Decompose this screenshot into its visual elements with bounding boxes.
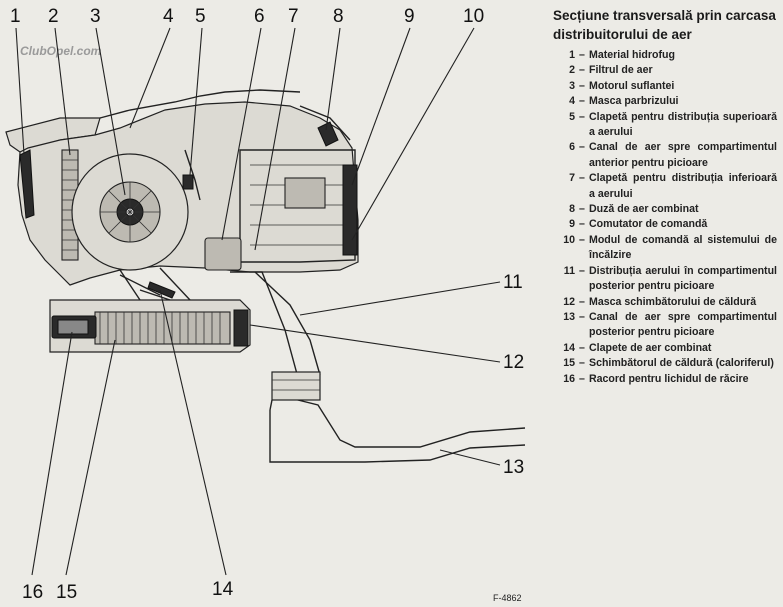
callout-11: 11 <box>503 272 523 293</box>
rear-footwell-duct <box>230 271 526 463</box>
legend-item-text: Duză de aer combinat <box>589 203 699 216</box>
legend-item-number: 12 <box>563 295 575 308</box>
callout-7: 7 <box>288 6 299 27</box>
legend-item-number: 15 <box>563 357 575 370</box>
legend-item: 1–Material hidrofug <box>553 48 777 63</box>
legend-item-number: 1 <box>569 49 575 61</box>
upper-flap <box>184 149 201 201</box>
legend-item: 2–Filtrul de aer <box>553 63 777 78</box>
legend-item: 7–Clapetă pentru distribuția inferioară … <box>553 171 777 202</box>
front-footwell-channel <box>204 237 242 271</box>
figure-code: F-4862 <box>493 593 522 603</box>
legend-item-text: Masca schimbătorului de căldură <box>589 295 757 308</box>
blower-motor <box>71 153 189 271</box>
cross-section-diagram: ClubOpel.com <box>5 6 526 603</box>
legend-item-number: 9 <box>569 218 575 231</box>
callout-10: 10 <box>463 6 484 27</box>
callout-4: 4 <box>163 6 174 27</box>
legend-item-text: Distribuția aerului în compartimentul po… <box>589 264 777 293</box>
legend-title: Secțiune transversală prin carcasa distr… <box>553 8 776 42</box>
callout-6: 6 <box>254 6 265 27</box>
combined-air-nozzle <box>299 105 351 141</box>
callout-16: 16 <box>22 582 43 603</box>
callout-3: 3 <box>90 6 101 27</box>
callout-5: 5 <box>195 6 206 27</box>
legend-item: 10–Modul de comandă al sistemului de înc… <box>553 233 777 264</box>
legend-item-number: 7 <box>569 172 575 185</box>
legend-item: 16–Racord pentru lichidul de răcire <box>553 372 777 387</box>
legend-item-number: 4 <box>569 95 575 108</box>
legend-item-number: 2 <box>569 64 575 77</box>
legend-item-number: 3 <box>569 79 575 92</box>
legend-item: 15–Schimbătorul de căldură (caloriferul) <box>553 356 777 371</box>
legend-item-number: 5 <box>569 110 575 123</box>
legend-item: 5–Clapetă pentru distribuția superioară … <box>553 110 777 141</box>
legend-item: 11–Distribuția aerului în compartimentul… <box>553 264 777 295</box>
heat-exchanger-mask <box>233 309 249 347</box>
legend-item-number: 16 <box>563 372 575 385</box>
legend-item-text: Canal de aer spre compartimentul anterio… <box>589 141 777 169</box>
legend-item: 9–Comutator de comandă <box>553 217 777 232</box>
legend: Secțiune transversală prin carcasa distr… <box>553 6 777 387</box>
legend-item-text: Clapetă pentru distribuția superioară a … <box>589 110 777 139</box>
leader-lines <box>15 27 501 576</box>
legend-item-text: Clapete de aer combinat <box>589 341 712 354</box>
legend-item: 14–Clapete de aer combinat <box>553 341 777 356</box>
legend-item-text: Comutator de comandă <box>589 218 708 231</box>
callout-13: 13 <box>503 457 524 478</box>
legend-item-text: Material hidrofug <box>589 49 675 61</box>
legend-list: 1–Material hidrofug 2–Filtrul de aer 3–M… <box>553 48 777 387</box>
callout-12: 12 <box>503 352 524 373</box>
legend-item-text: Motorul suflantei <box>589 79 675 92</box>
legend-item-text: Canal de aer spre compartimentul posteri… <box>589 310 777 339</box>
legend-item-number: 6 <box>569 141 575 154</box>
callout-1: 1 <box>10 6 21 27</box>
combined-air-flaps <box>119 274 171 301</box>
legend-item: 8–Duză de aer combinat <box>553 202 777 217</box>
legend-item: 6–Canal de aer spre compartimentul anter… <box>553 140 777 171</box>
callout-numbers: 1 2 3 4 5 6 7 8 9 10 11 12 13 14 15 16 <box>10 6 524 603</box>
legend-item: 13–Canal de aer spre compartimentul post… <box>553 310 777 341</box>
legend-item-number: 13 <box>563 310 575 323</box>
heat-exchanger <box>94 311 231 345</box>
legend-item-text: Filtrul de aer <box>589 64 653 77</box>
callout-8: 8 <box>333 6 344 27</box>
legend-item-text: Clapetă pentru distribuția inferioară a … <box>589 172 777 200</box>
legend-item-text: Modul de comandă al sistemului de încălz… <box>589 233 777 262</box>
legend-item-text: Schimbătorul de căldură (caloriferul) <box>589 357 774 370</box>
callout-9: 9 <box>404 6 415 27</box>
legend-item-number: 10 <box>563 233 575 246</box>
callout-2: 2 <box>48 6 59 27</box>
legend-item-number: 11 <box>563 264 575 277</box>
callout-14: 14 <box>212 579 234 600</box>
legend-item: 12–Masca schimbătorului de căldură <box>553 295 777 310</box>
legend-item: 3–Motorul suflantei <box>553 79 777 94</box>
water-repellent-material <box>19 149 35 219</box>
legend-item: 4–Masca parbrizului <box>553 94 777 109</box>
callout-15: 15 <box>56 582 77 603</box>
legend-item-number: 14 <box>563 341 575 354</box>
legend-item-text: Masca parbrizului <box>589 95 679 108</box>
legend-item-number: 8 <box>569 203 575 216</box>
legend-item-text: Racord pentru lichidul de răcire <box>589 372 749 385</box>
watermark: ClubOpel.com <box>20 44 102 58</box>
